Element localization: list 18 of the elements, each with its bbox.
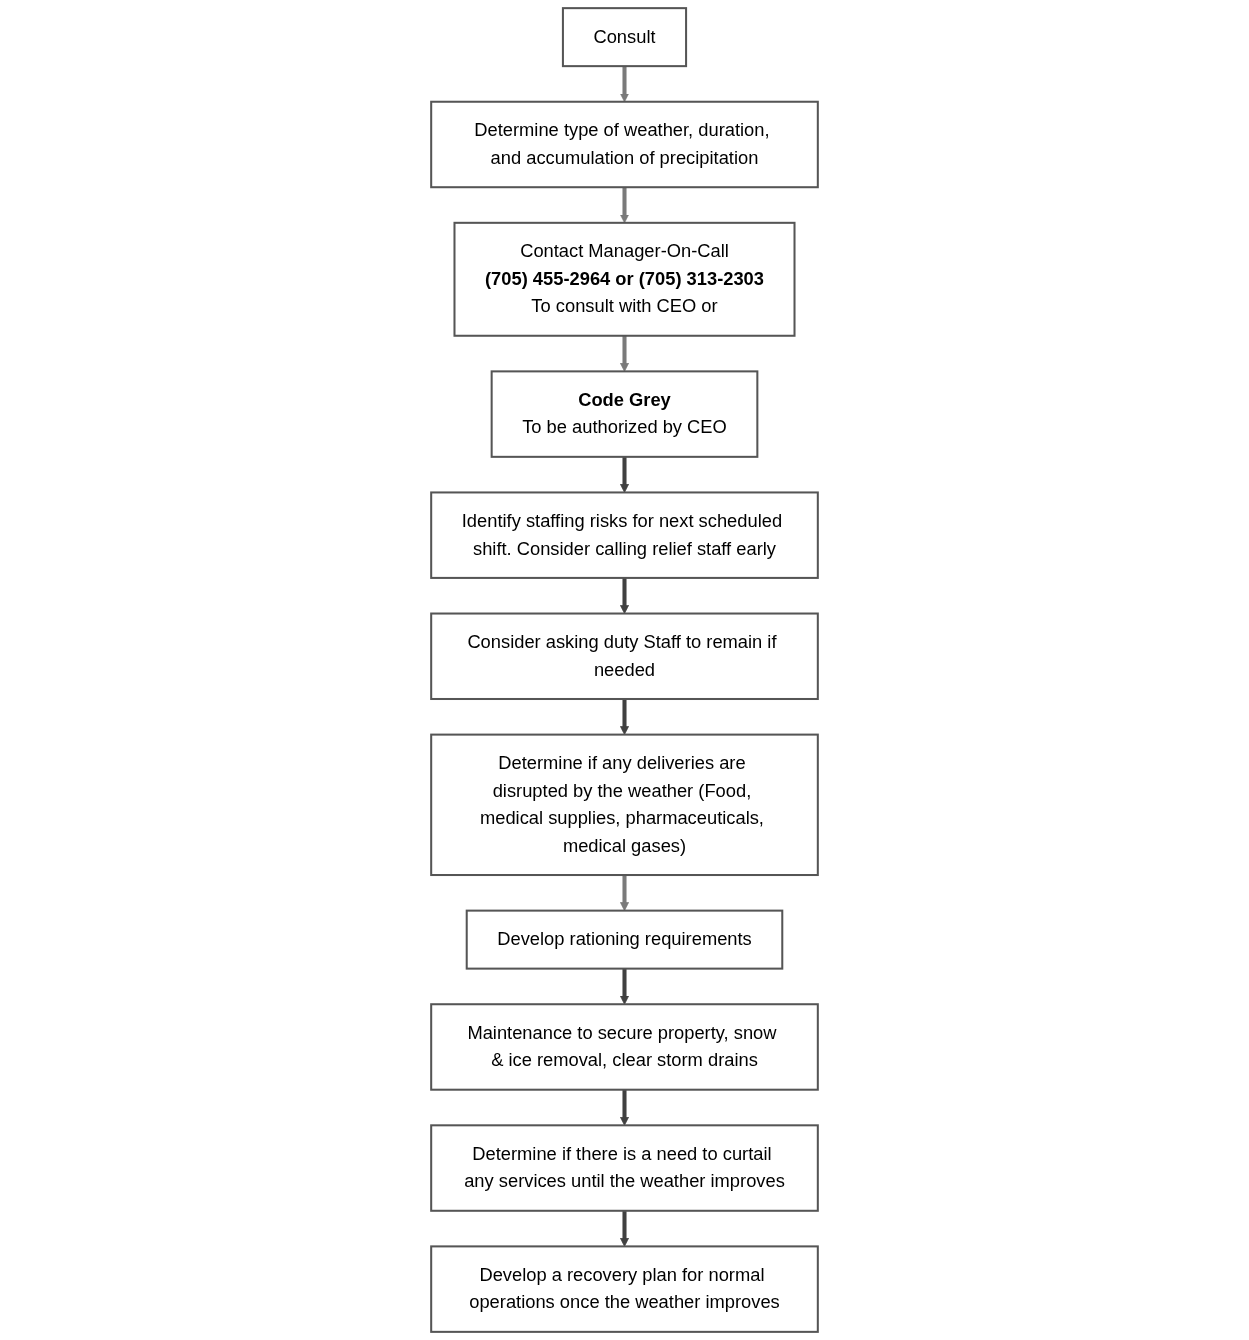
node-box: Develop a recovery plan for normal operations once the weather improves	[430, 1245, 819, 1333]
node-box: Determine if there is a need to curtail any services until the weather improves	[430, 1124, 819, 1212]
arrow	[620, 699, 629, 735]
node-box: Code Grey To be authorized by CEO	[490, 370, 759, 458]
node-box: Contact Manager-On-Call (705) 455-2964 or (705) 313-2303 To consult with CEO or	[453, 221, 796, 337]
node-box: Determine if any deliveries are disrupted by the weather (Food, medical supplies, pharmaceuticals, medical gases)	[430, 733, 819, 877]
node-box: Consult	[561, 7, 688, 68]
arrow	[620, 335, 629, 372]
node-box: Determine type of weather, duration, and accumulation of precipitation	[430, 100, 819, 189]
node-box: Maintenance to secure property, snow & ice removal, clear storm drains	[430, 1003, 819, 1091]
node-box: Identify staffing risks for next scheduled shift. Consider calling relief staff early	[430, 491, 819, 579]
arrow	[620, 1210, 629, 1247]
arrow	[620, 577, 629, 614]
arrow	[620, 1089, 629, 1126]
node-box: Consider asking duty Staff to remain if needed	[430, 612, 819, 700]
node-box: Develop rationing requirements	[465, 909, 784, 970]
arrow	[620, 456, 629, 493]
arrow	[620, 968, 629, 1005]
